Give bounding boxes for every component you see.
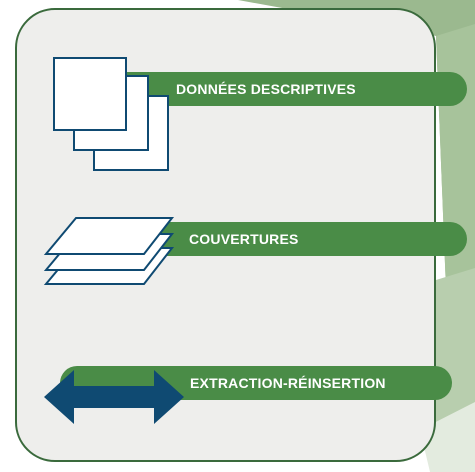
banner-label: DONNÉES DESCRIPTIVES — [176, 81, 356, 97]
double-arrow-shape — [44, 370, 184, 424]
layer-top — [43, 217, 175, 255]
stacked-documents-icon — [53, 57, 169, 171]
banner-donnees-descriptives: DONNÉES DESCRIPTIVES — [126, 72, 467, 106]
background-sheet-corner — [420, 402, 475, 472]
banner-label: COUVERTURES — [189, 231, 299, 247]
stacked-layers-icon — [43, 217, 175, 285]
banner-couvertures: COUVERTURES — [140, 222, 467, 256]
banner-extraction-reinsertion: EXTRACTION-RÉINSERTION — [60, 366, 452, 400]
banner-label: EXTRACTION-RÉINSERTION — [190, 375, 386, 391]
document-sheet-front — [53, 57, 127, 131]
double-arrow-icon — [44, 370, 184, 424]
